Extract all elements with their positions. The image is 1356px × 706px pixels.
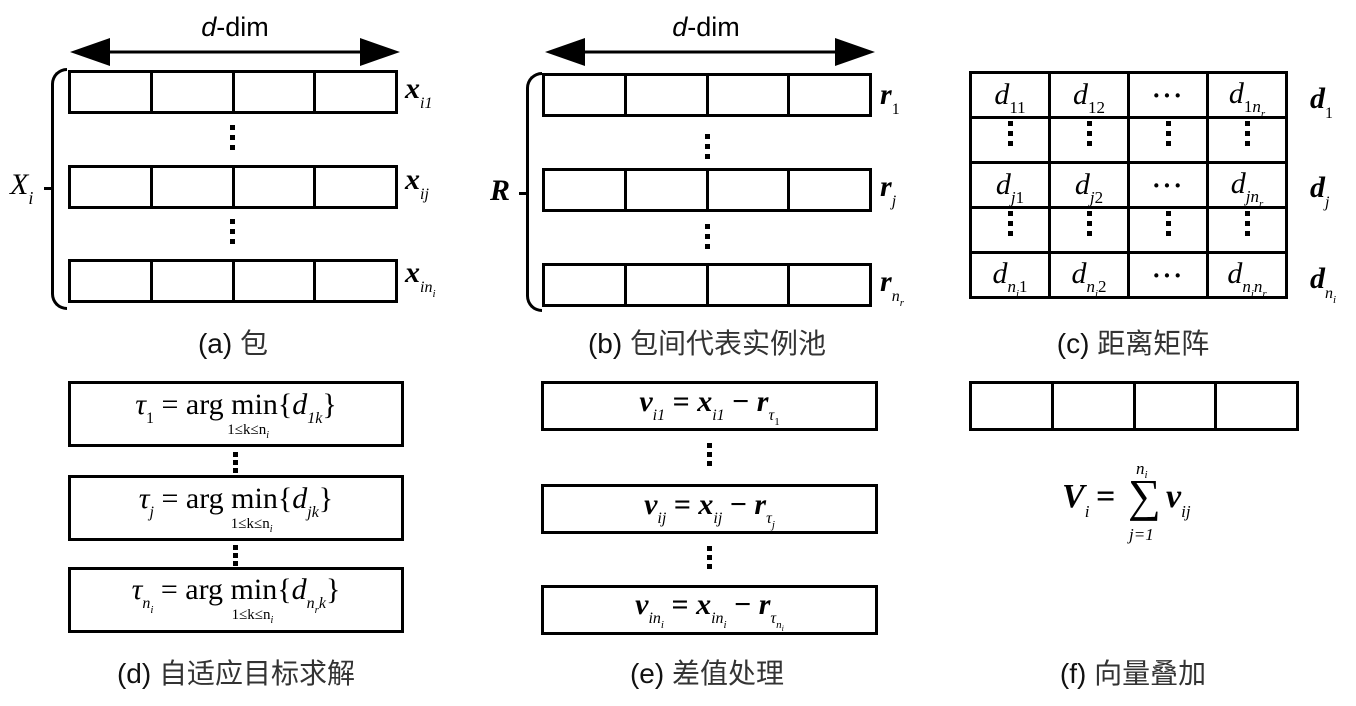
matrix-cell xyxy=(1127,116,1209,164)
formula-v-ij: vij = xij − rτj xyxy=(644,487,775,531)
matrix-cell: ··· xyxy=(1127,251,1209,299)
caption-f: (f) 向量叠加 xyxy=(1059,657,1207,690)
instance-row-j xyxy=(68,165,398,209)
matrix-cell xyxy=(1206,206,1288,254)
formula-tau-j: τj = arg min{djk} 1≤k≤ni xyxy=(138,482,334,535)
vertical-ellipsis xyxy=(705,134,710,164)
bag-vector-row xyxy=(969,381,1299,431)
vertical-ellipsis xyxy=(230,219,235,249)
sum-lower-limit: j=1 xyxy=(1129,525,1154,544)
matrix-cell xyxy=(1127,206,1209,254)
formula-lhs-V: Vi xyxy=(1062,478,1090,521)
formula-box-tau-1: τ1 = arg min{d1k} 1≤k≤ni xyxy=(68,381,404,447)
row-label-x-i1: xi1 xyxy=(405,72,433,112)
caption-c: (c) 距离矩阵 xyxy=(1056,327,1210,360)
formula-box-v-i1: vi1 = xi1 − rτ1 xyxy=(541,381,878,431)
matrix-cell: ··· xyxy=(1127,71,1209,119)
formula-equals: = xyxy=(1096,478,1116,515)
matrix-row-ellipsis xyxy=(969,206,1288,254)
instance-row-1 xyxy=(68,70,398,114)
matrix-cell xyxy=(1206,116,1288,164)
formula-box-tau-j: τj = arg min{djk} 1≤k≤ni xyxy=(68,475,404,541)
matrix-row-label-dj: dj xyxy=(1310,171,1330,211)
matrix-row-label-d1: d1 xyxy=(1310,82,1333,122)
formula-v-ini: vini = xini − rτni xyxy=(635,587,784,633)
caption-a: (a) 包 xyxy=(197,327,269,360)
matrix-cell: dni2 xyxy=(1048,251,1130,299)
representative-row-nr xyxy=(542,263,872,307)
summation-icon: ∑ xyxy=(1128,470,1161,521)
row-label-x-ij: xij xyxy=(405,163,429,203)
formula-term-v: vij xyxy=(1166,478,1191,521)
row-label-r-j: rj xyxy=(880,170,897,210)
matrix-cell: djnr xyxy=(1206,161,1288,209)
distance-matrix: d11 d12 ··· d1nr dj1 dj2 ··· djnr dni1 d… xyxy=(969,71,1288,299)
brace-tick xyxy=(44,187,54,190)
formula-tau-1: τ1 = arg min{d1k} 1≤k≤ni xyxy=(135,388,337,441)
matrix-cell: d11 xyxy=(969,71,1051,119)
matrix-cell xyxy=(1048,206,1130,254)
formula-box-v-ini: vini = xini − rτni xyxy=(541,585,878,635)
formula-v-i1: vi1 = xi1 − rτ1 xyxy=(639,384,780,428)
matrix-cell xyxy=(1048,116,1130,164)
matrix-row-ni: dni1 dni2 ··· dninr xyxy=(969,251,1288,299)
row-label-r-1: r1 xyxy=(880,78,900,118)
representative-row-j xyxy=(542,168,872,212)
row-label-r-nr: rnr xyxy=(880,265,904,309)
matrix-row-1: d11 d12 ··· d1nr xyxy=(969,71,1288,119)
matrix-row-ellipsis xyxy=(969,116,1288,164)
matrix-cell xyxy=(969,206,1051,254)
vertical-ellipsis xyxy=(230,125,235,155)
matrix-row-label-dni: dni xyxy=(1310,262,1337,306)
matrix-row-j: dj1 dj2 ··· djnr xyxy=(969,161,1288,209)
matrix-cell: dj2 xyxy=(1048,161,1130,209)
formula-box-v-ij: vij = xij − rτj xyxy=(541,484,878,534)
representative-row-1 xyxy=(542,73,872,117)
pool-label: R xyxy=(490,174,511,207)
dim-label: d-dim xyxy=(672,12,740,42)
matrix-cell: ··· xyxy=(1127,161,1209,209)
instance-row-ni xyxy=(68,259,398,303)
dim-double-arrow-icon xyxy=(545,38,875,66)
vertical-ellipsis xyxy=(705,224,710,254)
dim-label: d-dim xyxy=(201,12,269,42)
dim-double-arrow-icon xyxy=(70,38,400,66)
formula-tau-ni: τni = arg min{dnrk} 1≤k≤ni xyxy=(131,572,341,626)
caption-b: (b) 包间代表实例池 xyxy=(587,327,827,360)
matrix-cell: dninr xyxy=(1206,251,1288,299)
row-label-x-ini: xini xyxy=(405,256,436,300)
vertical-ellipsis xyxy=(233,545,238,571)
formula-box-tau-ni: τni = arg min{dnrk} 1≤k≤ni xyxy=(68,567,404,633)
sum-upper-limit: ni xyxy=(1136,459,1148,481)
matrix-cell: d12 xyxy=(1048,71,1130,119)
caption-e: (e) 差值处理 xyxy=(629,657,785,690)
caption-d: (d) 自适应目标求解 xyxy=(116,657,356,690)
matrix-cell: dj1 xyxy=(969,161,1051,209)
matrix-cell xyxy=(969,116,1051,164)
matrix-cell: dni1 xyxy=(969,251,1051,299)
matrix-cell: d1nr xyxy=(1206,71,1288,119)
vertical-ellipsis xyxy=(707,546,712,574)
brace-tick xyxy=(519,192,529,195)
vertical-ellipsis xyxy=(707,443,712,471)
bag-label: Xi xyxy=(10,168,34,208)
vertical-ellipsis xyxy=(233,452,238,478)
